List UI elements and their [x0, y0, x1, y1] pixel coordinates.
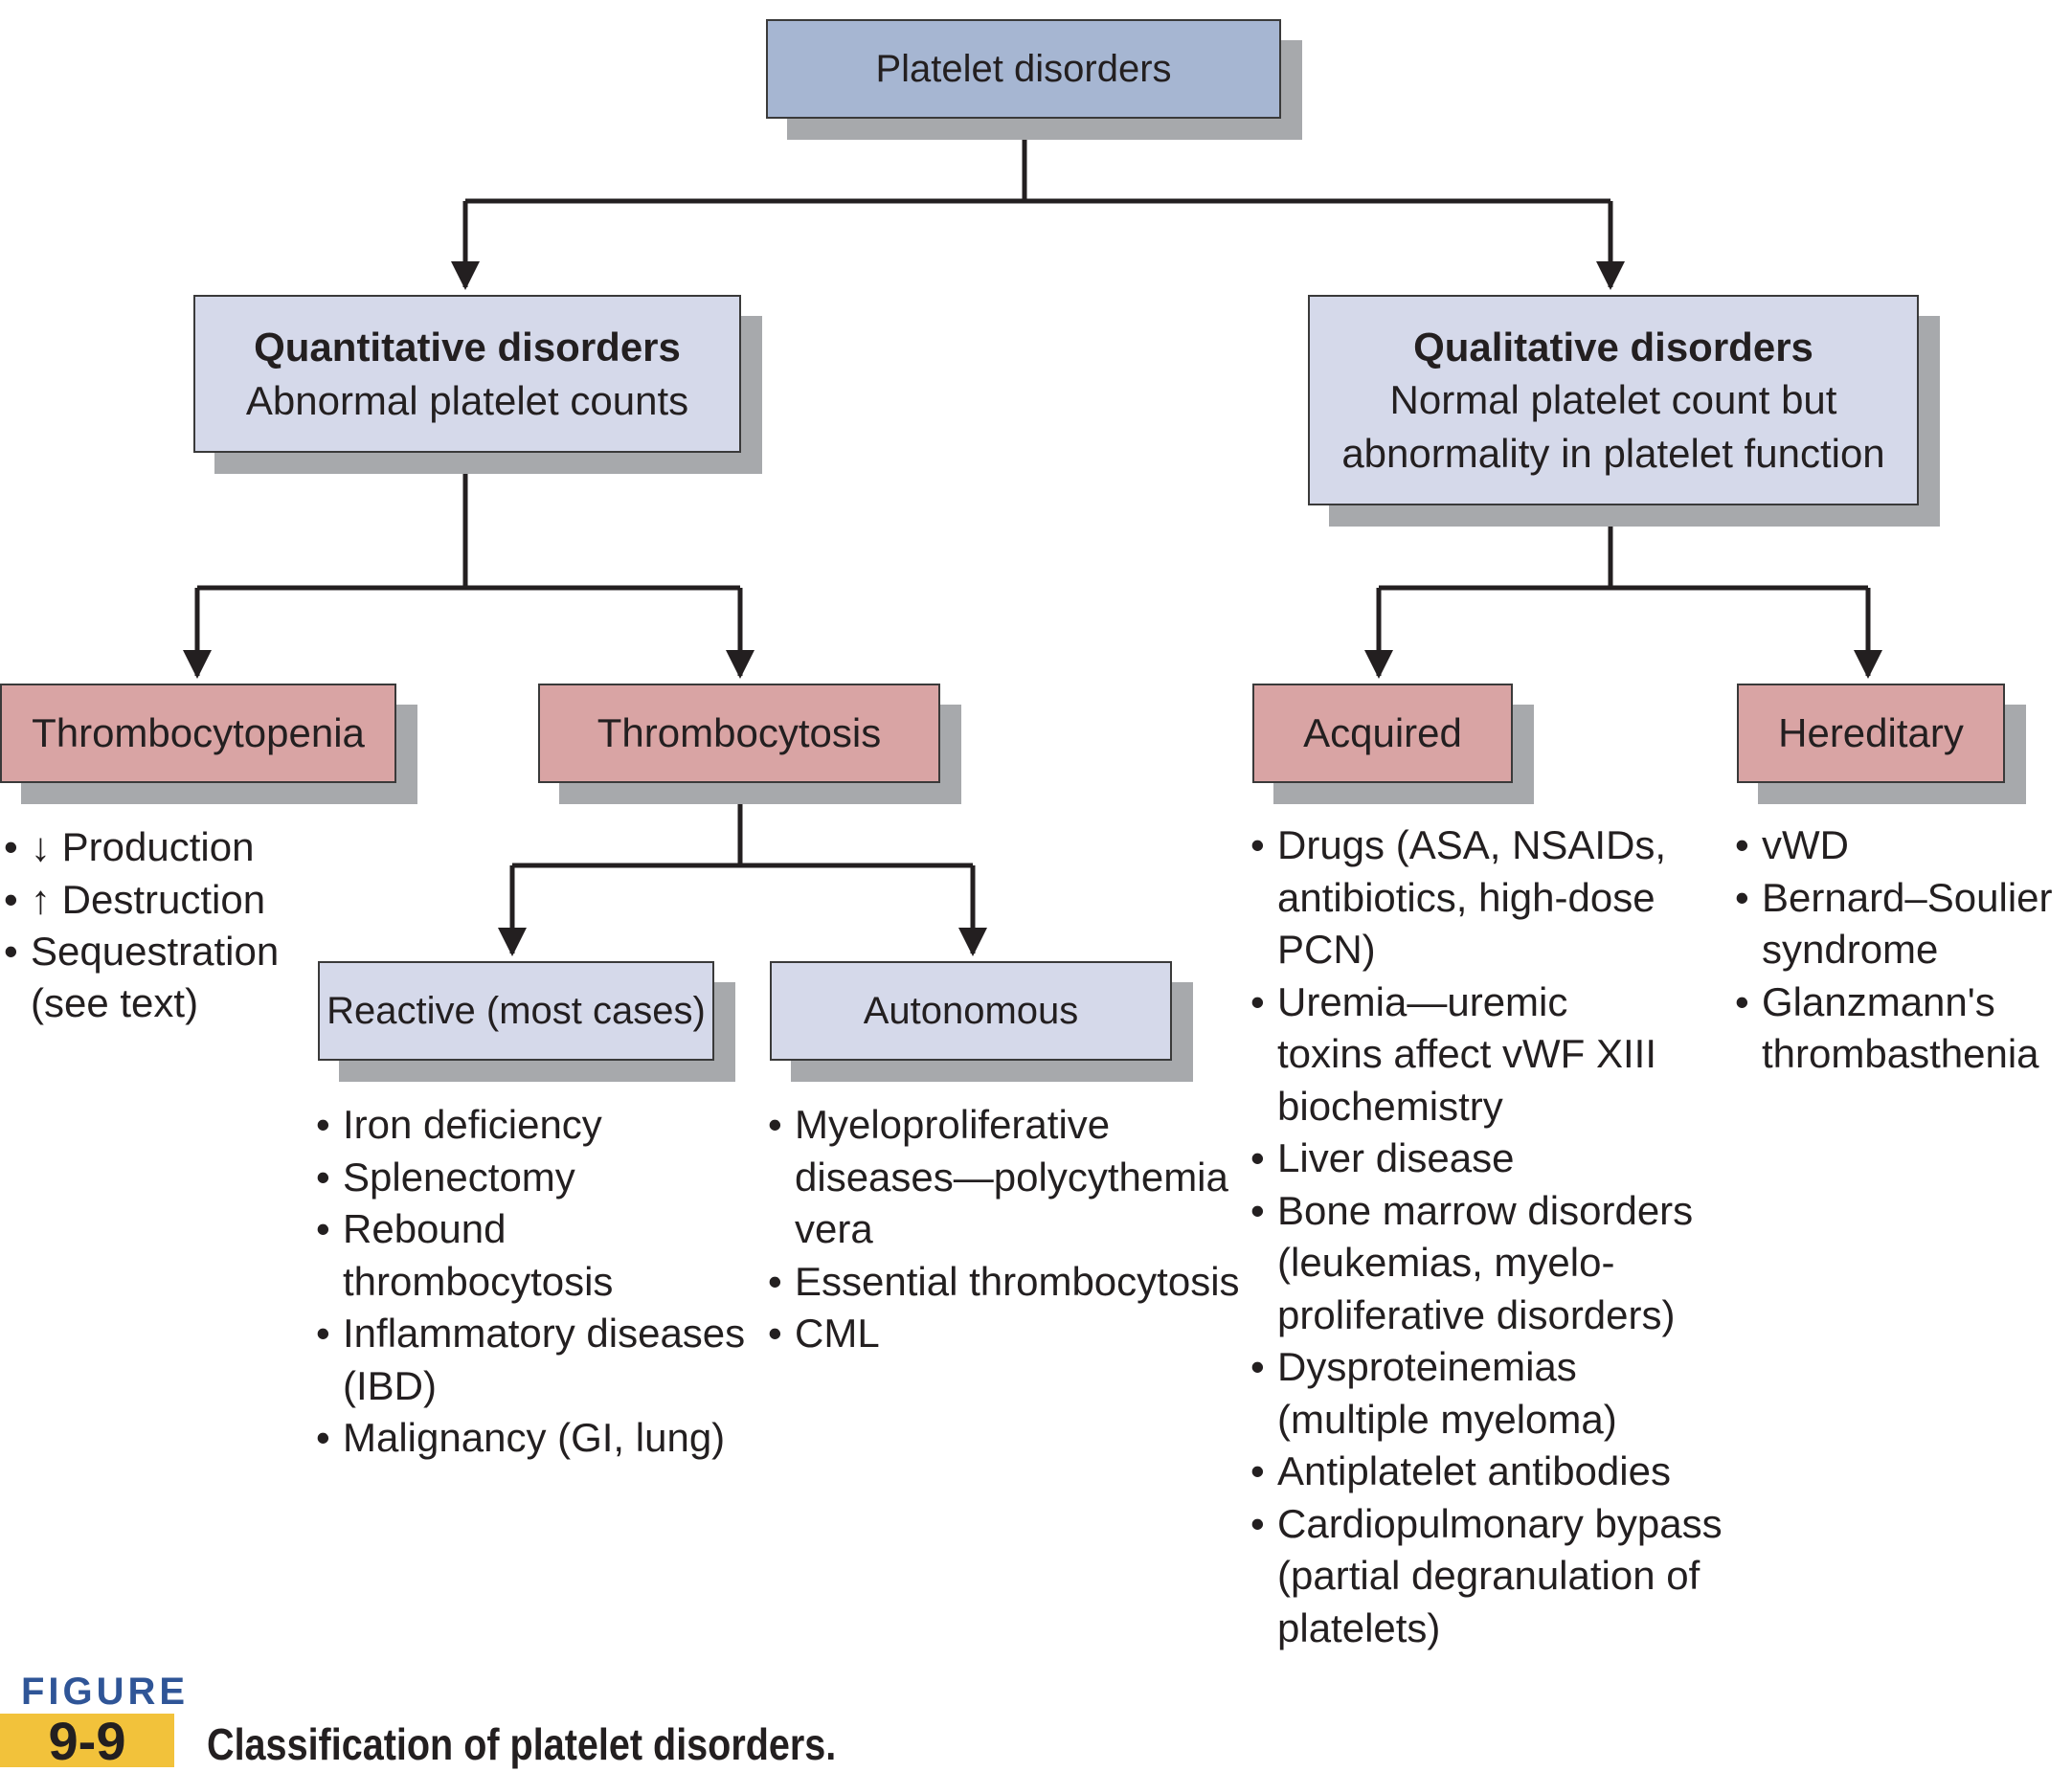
acquired-causes-list: Drugs (ASA, NSAIDs, antibiotics, high-do… — [1250, 819, 1723, 1654]
list-item-continuation: (partial degranulation of — [1277, 1553, 1700, 1598]
list-item: Myeloproliferative — [768, 1099, 1240, 1152]
list-item-continuation: (IBD) — [343, 1362, 437, 1408]
figure-label: FIGURE — [21, 1671, 190, 1713]
list-item: Sequestration — [4, 926, 279, 978]
autonomous-causes-list: Myeloproliferative diseases—polycythemia… — [768, 1099, 1240, 1360]
thrombocytosis-box: Thrombocytosis — [538, 684, 940, 783]
hereditary-box: Hereditary — [1737, 684, 2005, 783]
list-item-continuation: thrombocytosis — [343, 1258, 614, 1304]
list-item-continuation: syndrome — [1762, 927, 1939, 972]
thrombocytopenia-causes-list: ↓ Production ↑ Destruction Sequestration — [4, 821, 279, 978]
list-item: ↓ Production — [4, 821, 279, 874]
thrombocytopenia-label: Thrombocytopenia — [32, 710, 365, 756]
list-item: Dysproteinemias — [1250, 1341, 1723, 1394]
acquired-box: Acquired — [1252, 684, 1513, 783]
list-item: Bone marrow disorders — [1250, 1185, 1723, 1238]
list-item: CML — [768, 1308, 1240, 1360]
list-item-continuation: platelets) — [1277, 1604, 1441, 1650]
list-item: Rebound — [316, 1203, 745, 1256]
figure-number-badge: 9-9 — [0, 1711, 174, 1771]
figure-caption: Classification of platelet disorders. — [207, 1719, 837, 1769]
list-item-continuation: (leukemias, myelo- — [1277, 1240, 1615, 1285]
qualitative-title: Qualitative disorders — [1413, 324, 1813, 370]
list-item: Cardiopulmonary bypass — [1250, 1498, 1723, 1551]
quantitative-subtitle: Abnormal platelet counts — [245, 377, 689, 423]
list-item-continuation: vera — [795, 1206, 873, 1251]
list-item: Inflammatory diseases — [316, 1308, 745, 1360]
acquired-label: Acquired — [1303, 710, 1462, 756]
list-item-continuation: thrombasthenia — [1762, 1031, 2039, 1076]
qualitative-box: Qualitative disorders Normal platelet co… — [1308, 295, 1919, 505]
root-label: Platelet disorders — [875, 47, 1172, 90]
list-item: Essential thrombocytosis — [768, 1256, 1240, 1309]
qualitative-line-2: abnormality in platelet function — [1341, 430, 1885, 476]
list-item-continuation: antibiotics, high-dose — [1277, 874, 1655, 920]
list-item: Liver disease — [1250, 1133, 1723, 1185]
hereditary-causes-list: vWD Bernard–Soulier syndrome Glanzmann's… — [1735, 819, 2053, 1081]
autonomous-label: Autonomous — [863, 989, 1079, 1032]
list-item-continuation: biochemistry — [1277, 1083, 1503, 1129]
list-item: Iron deficiency — [316, 1099, 745, 1152]
qualitative-line-1: Normal platelet count but — [1389, 377, 1837, 423]
list-item: Malignancy (GI, lung) — [316, 1412, 745, 1465]
list-item-continuation: toxins affect vWF XIII — [1277, 1031, 1657, 1076]
thrombocytosis-label: Thrombocytosis — [597, 710, 882, 756]
list-item: Bernard–Soulier — [1735, 872, 2053, 925]
list-item-continuation: diseases—polycythemia — [795, 1154, 1228, 1200]
reactive-causes-list: Iron deficiency Splenectomy Rebound thro… — [316, 1099, 745, 1465]
list-item: Drugs (ASA, NSAIDs, — [1250, 819, 1723, 872]
hereditary-label: Hereditary — [1778, 710, 1964, 756]
figure-number: 9-9 — [48, 1710, 126, 1771]
list-item: ↑ Destruction — [4, 874, 279, 927]
reactive-box: Reactive (most cases) — [318, 961, 714, 1061]
reactive-label: Reactive (most cases) — [327, 989, 706, 1032]
list-item: Splenectomy — [316, 1152, 745, 1204]
list-item: Uremia—uremic — [1250, 976, 1723, 1029]
list-item: Glanzmann's — [1735, 976, 2053, 1029]
thrombocytopenia-box: Thrombocytopenia — [0, 684, 396, 783]
quantitative-title: Quantitative disorders — [254, 325, 681, 370]
quantitative-box: Quantitative disorders Abnormal platelet… — [193, 295, 741, 453]
list-item-continuation: proliferative disorders) — [1277, 1291, 1676, 1337]
list-item: vWD — [1735, 819, 2053, 872]
list-item-continuation: PCN) — [1277, 927, 1376, 972]
autonomous-box: Autonomous — [770, 961, 1172, 1061]
list-item-continuation: (multiple myeloma) — [1277, 1396, 1617, 1442]
thrombocytopenia-causes-continuation: (see text) — [31, 980, 199, 1025]
list-item: Antiplatelet antibodies — [1250, 1446, 1723, 1498]
root-box: Platelet disorders — [766, 19, 1281, 119]
